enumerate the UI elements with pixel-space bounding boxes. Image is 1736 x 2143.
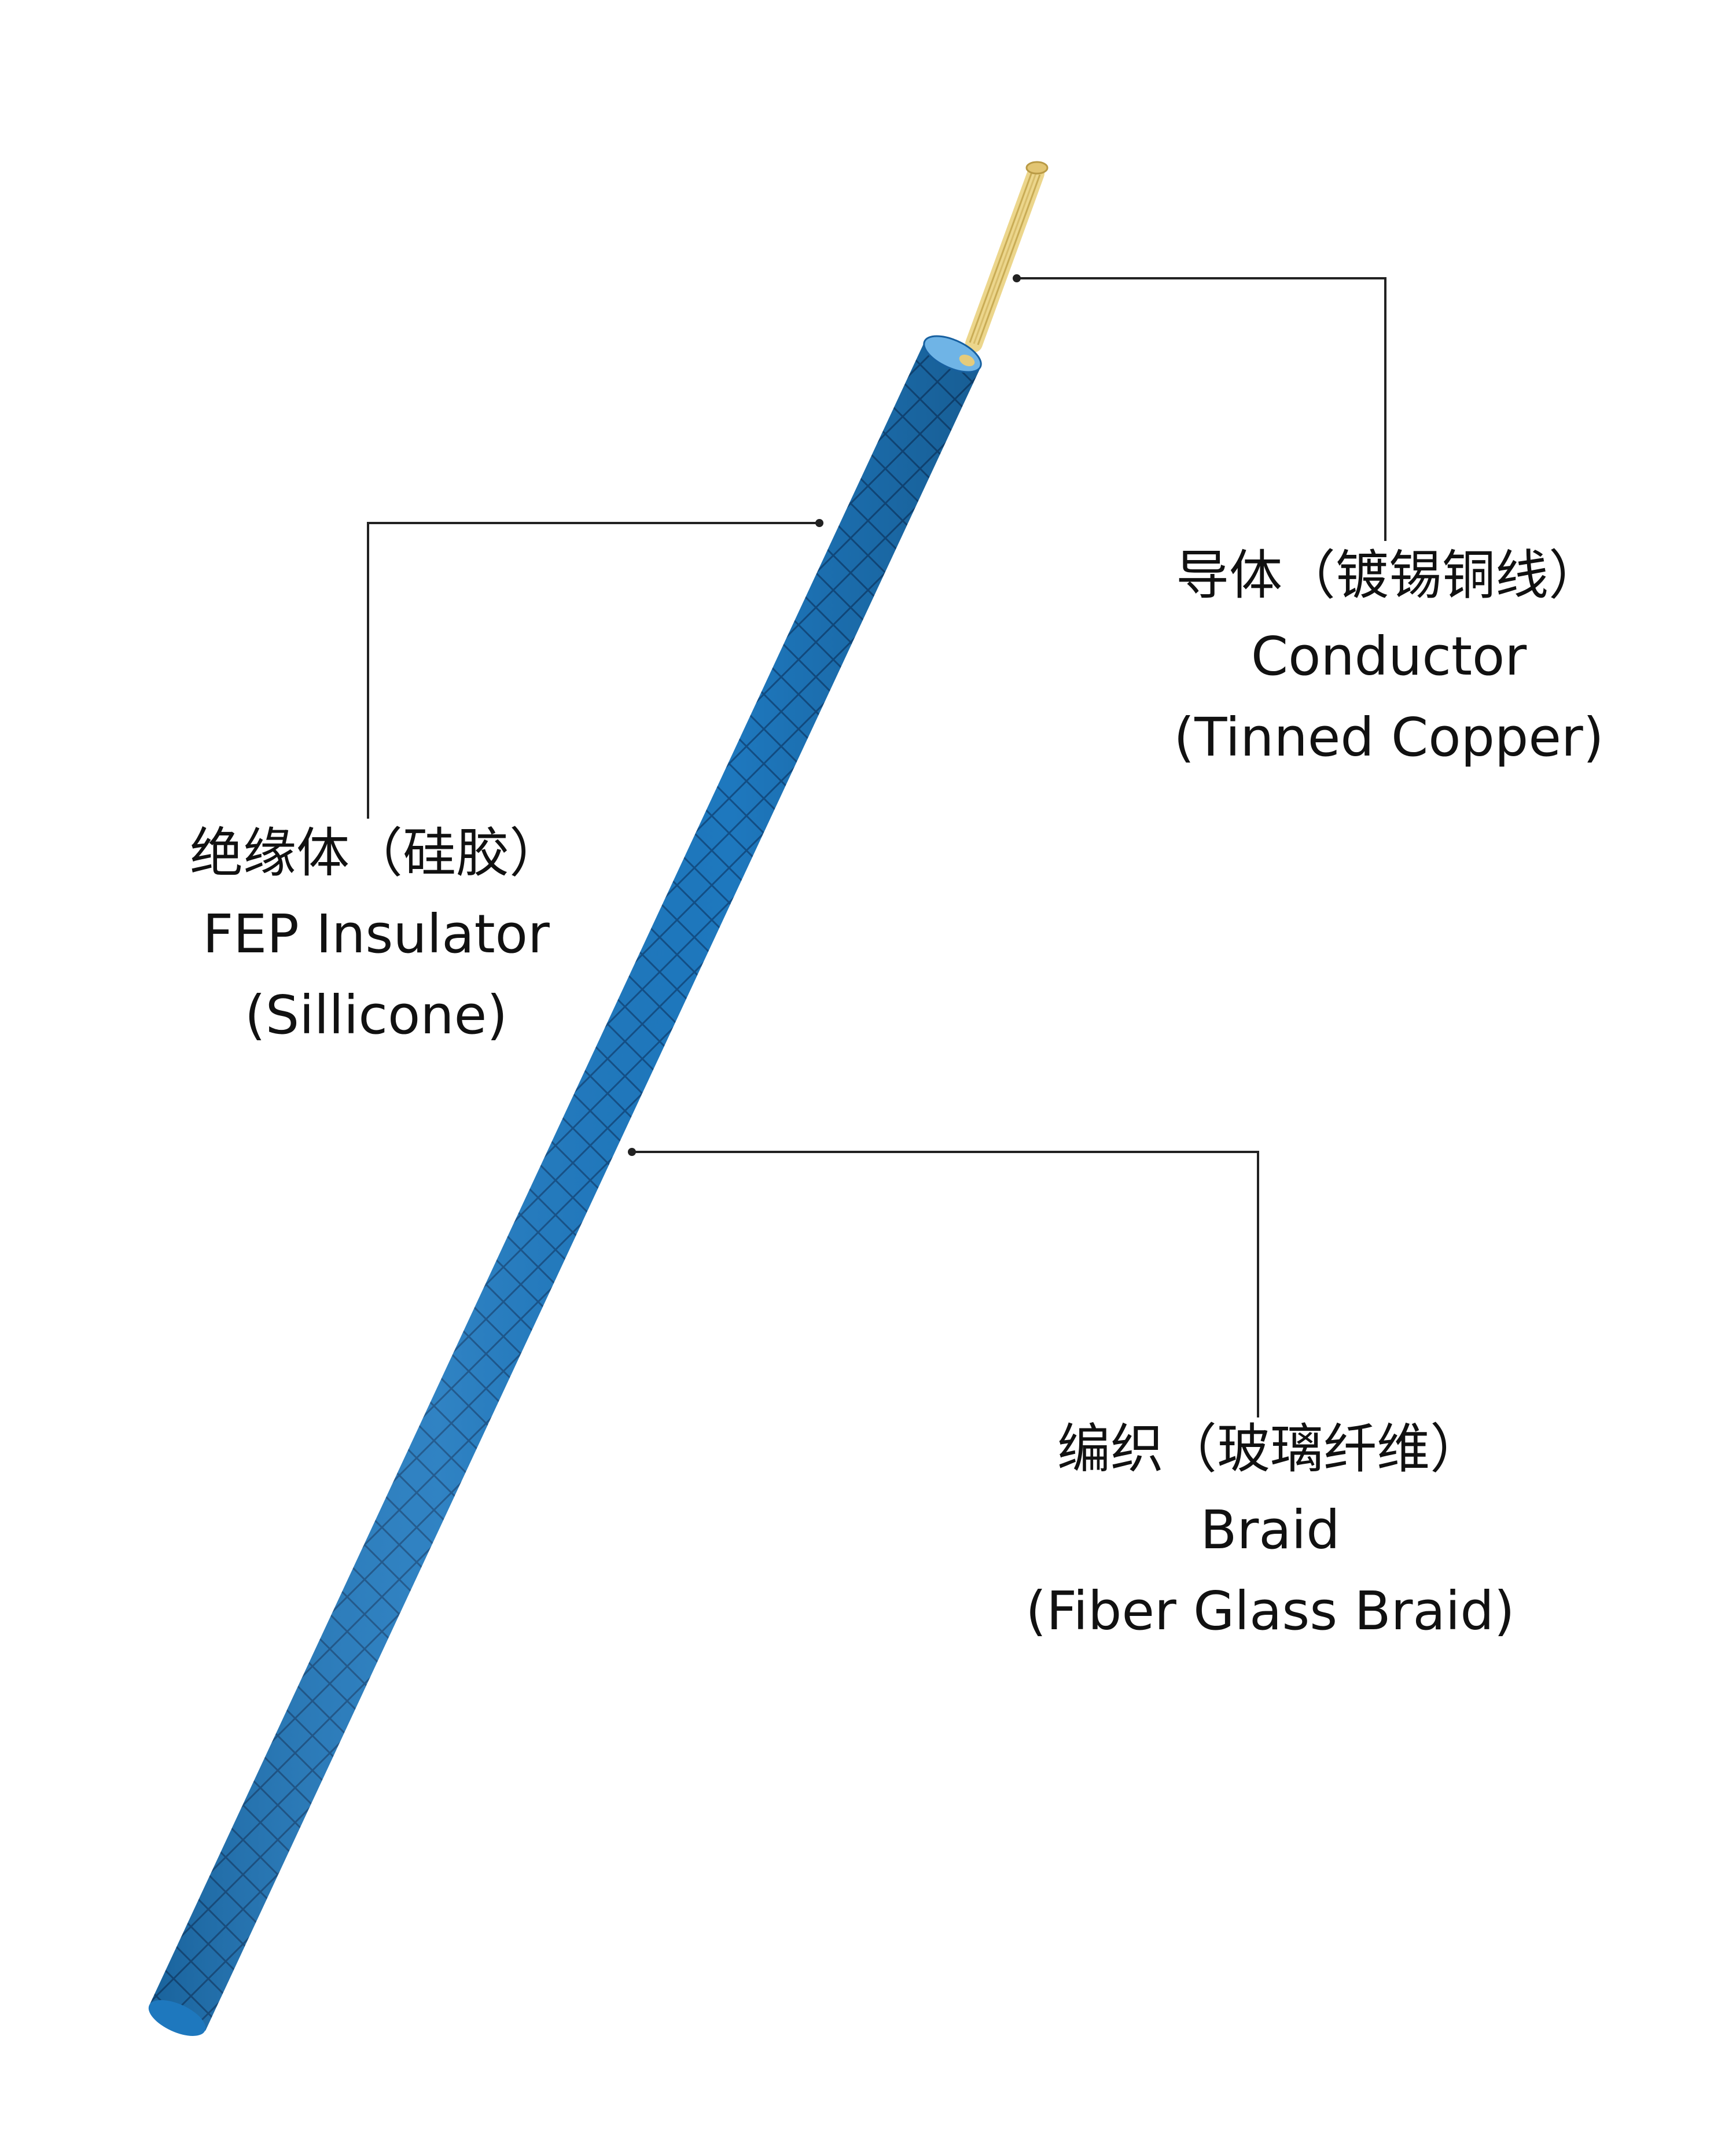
braid-label: 编织（玻璃纤维） Braid (Fiber Glass Braid) — [926, 1409, 1614, 1652]
insulator-label-en: FEP Insulator — [203, 903, 550, 965]
leader-braid — [628, 1148, 1259, 1417]
conductor-label: 导体（镀锡铜线） Conductor (Tinned Copper) — [1099, 535, 1678, 778]
braid-label-cn: 编织（玻璃纤维） — [1057, 1418, 1483, 1480]
conductor — [965, 161, 1049, 352]
insulator-face — [923, 335, 982, 373]
conductor-label-en: Conductor — [1250, 625, 1527, 687]
braid-label-detail: (Fiber Glass Braid) — [1025, 1580, 1515, 1642]
braid-label-en: Braid — [1200, 1499, 1340, 1561]
leader-insulator — [367, 519, 823, 819]
conductor-label-detail: (Tinned Copper) — [1174, 706, 1604, 768]
insulator-label: 绝缘体（硅胶） FEP Insulator (Sillicone) — [87, 813, 665, 1056]
insulator-label-detail: (Sillicone) — [244, 984, 508, 1046]
braid-jacket — [148, 341, 981, 2036]
leader-conductor — [1013, 274, 1386, 541]
conductor-label-cn: 导体（镀锡铜线） — [1175, 544, 1602, 606]
insulator-label-cn: 绝缘体（硅胶） — [189, 822, 562, 884]
